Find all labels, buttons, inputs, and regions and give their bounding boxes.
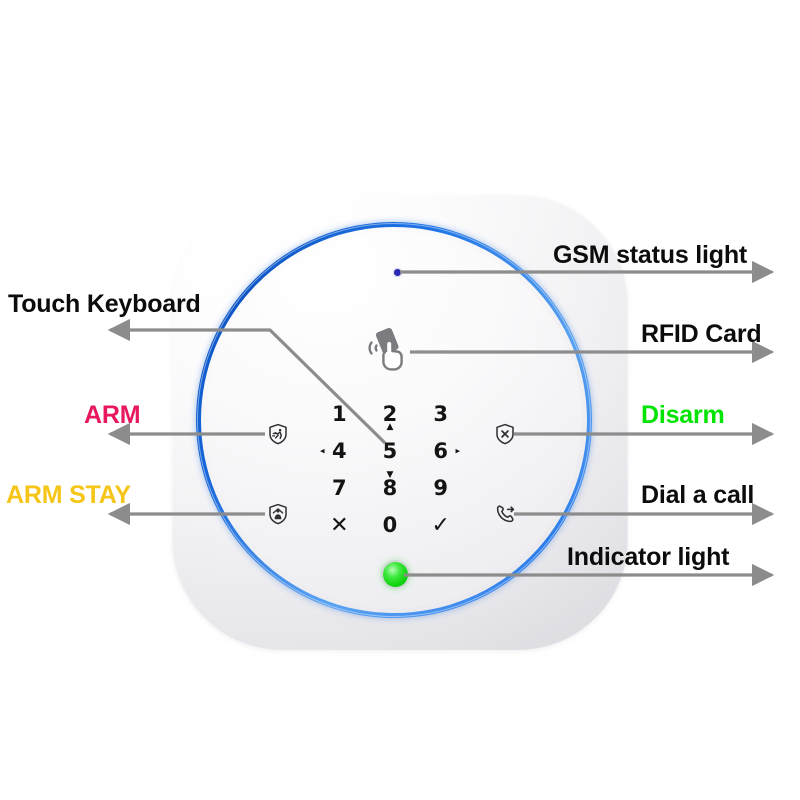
keypad-key-3[interactable]: 3 [415, 396, 466, 433]
keypad-key-glyph: 1 [332, 402, 347, 426]
indicator-led [383, 562, 408, 587]
label-touch-keyboard: Touch Keyboard [8, 290, 201, 318]
keypad-arrow-down-icon: ▼ [386, 470, 394, 480]
label-indicator-light: Indicator light [567, 543, 730, 571]
gsm-status-dot [394, 269, 401, 276]
keypad-key-glyph: 9 [433, 476, 448, 500]
label-arm-stay: ARM STAY [6, 481, 131, 509]
label-gsm-status-light: GSM status light [553, 241, 748, 269]
keypad-key-8[interactable]: 8▼ [365, 470, 416, 507]
disarm-icon[interactable] [494, 423, 516, 445]
keypad-key-glyph: 6 [433, 439, 448, 463]
keypad-key-confirm[interactable]: ✓ [415, 507, 466, 544]
label-disarm: Disarm [641, 401, 725, 429]
keypad-key-glyph: 2 [382, 402, 398, 426]
keypad-key-glyph: ✓ [431, 512, 450, 538]
keypad-key-glyph: 0 [382, 513, 398, 537]
keypad-key-glyph: 7 [332, 476, 347, 500]
keypad-key-2[interactable]: 2▲ [365, 396, 416, 433]
label-dial-a-call: Dial a call [641, 481, 755, 509]
label-rfid-card: RFID Card [641, 320, 762, 348]
arm-icon[interactable] [267, 423, 289, 445]
keypad-arrow-right-icon: ▸ [455, 446, 460, 456]
rfid-card-icon[interactable] [363, 320, 421, 378]
keypad-key-9[interactable]: 9 [415, 470, 466, 507]
keypad-key-glyph: 5 [382, 439, 398, 463]
dial-a-call-icon[interactable] [494, 503, 516, 525]
keypad-arrow-left-icon: ◂ [320, 446, 325, 456]
keypad-key-6[interactable]: 6▸ [415, 433, 466, 470]
arm-stay-icon[interactable] [267, 503, 289, 525]
keypad-key-5[interactable]: 5 [365, 433, 416, 470]
keypad-key-glyph: ✕ [330, 512, 349, 538]
keypad-key-glyph: 3 [433, 402, 448, 426]
label-arm: ARM [84, 401, 141, 429]
keypad-key-1[interactable]: 1 [314, 396, 365, 433]
keypad-key-glyph: 4 [332, 439, 347, 463]
keypad-key-7[interactable]: 7 [314, 470, 365, 507]
keypad-key-glyph: 8 [382, 476, 398, 500]
keypad-arrow-up-icon: ▲ [386, 422, 394, 432]
keypad-key-4[interactable]: 4◂ [314, 433, 365, 470]
keypad-key-cancel[interactable]: ✕ [314, 507, 365, 544]
keypad-key-0[interactable]: 0 [365, 507, 416, 544]
